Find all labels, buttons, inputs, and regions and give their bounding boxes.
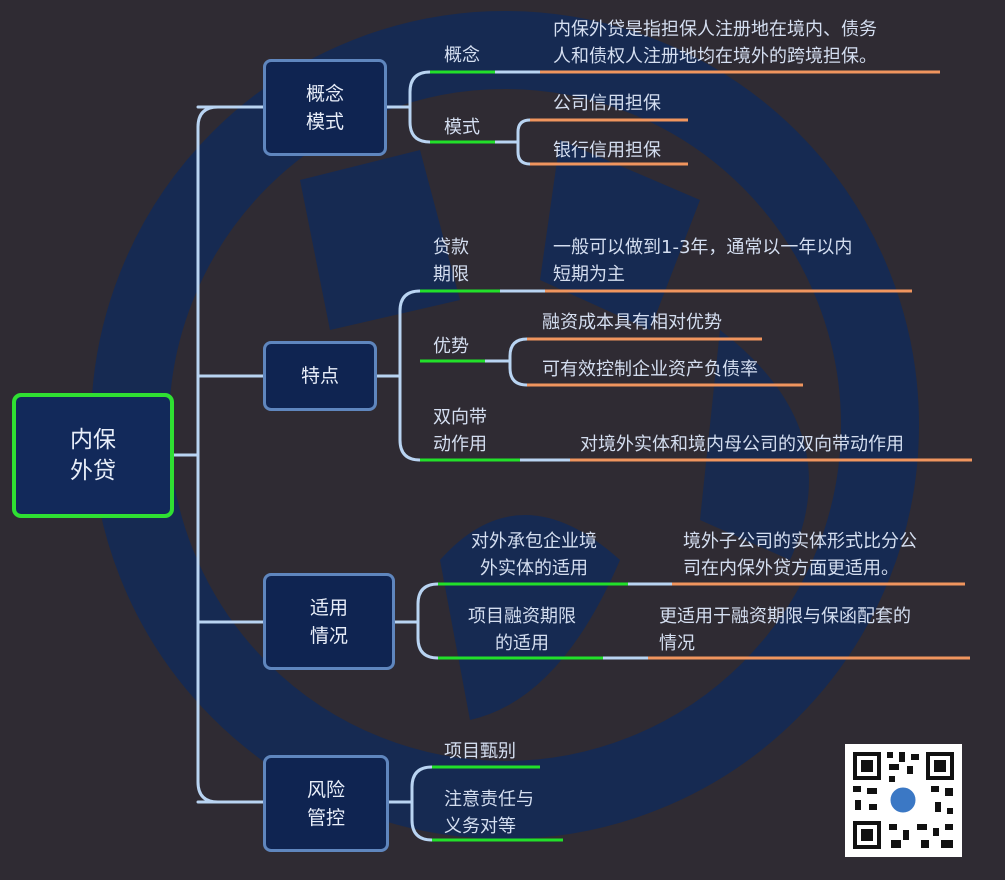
mode-item-bank-credit[interactable]: 银行信用担保: [553, 140, 661, 161]
label-line: 动作用: [433, 434, 487, 455]
detail-line: 内保外贷是指担保人注册地在境内、债务: [553, 19, 877, 40]
financing-term-detail[interactable]: 更适用于融资期限与保函配套的 情况: [659, 603, 911, 657]
financing-term-label[interactable]: 项目融资期限 的适用: [455, 603, 589, 657]
label-line: 对外承包企业境: [471, 531, 597, 552]
node-label: 管控: [306, 806, 345, 829]
node-features[interactable]: 特点: [263, 341, 377, 411]
label-line: 期限: [433, 264, 469, 285]
node-label: 情况: [309, 624, 348, 647]
node-applicable[interactable]: 适用 情况: [263, 573, 395, 670]
two-way-detail[interactable]: 对境外实体和境内母公司的双向带动作用: [580, 434, 904, 455]
responsibility-equality[interactable]: 注意责任与 义务对等: [444, 786, 534, 840]
node-label: 风险: [306, 778, 345, 801]
two-way-label[interactable]: 双向带 动作用: [433, 404, 487, 458]
root-label-line2: 外贷: [70, 457, 116, 484]
label-line: 外实体的适用: [480, 558, 588, 579]
node-label: 概念: [305, 82, 344, 105]
node-label: 模式: [305, 110, 344, 133]
contracting-entity-label[interactable]: 对外承包企业境 外实体的适用: [455, 528, 613, 582]
contracting-entity-detail[interactable]: 境外子公司的实体形式比分公 司在内保外贷方面更适用。: [683, 528, 917, 582]
node-label: 适用: [309, 596, 348, 619]
detail-line: 更适用于融资期限与保函配套的: [659, 606, 911, 627]
label-line: 项目融资期限: [468, 606, 576, 627]
qr-code-icon: [845, 744, 962, 857]
label-line: 注意责任与: [444, 789, 534, 810]
label-line: 双向带: [433, 407, 487, 428]
label-line: 的适用: [495, 633, 549, 654]
node-risk-control[interactable]: 风险 管控: [263, 755, 389, 852]
concept-label[interactable]: 概念: [444, 45, 480, 66]
mode-item-company-credit[interactable]: 公司信用担保: [553, 93, 661, 114]
root-label-line1: 内保: [70, 426, 116, 453]
detail-line: 司在内保外贷方面更适用。: [683, 558, 899, 579]
advantage-item-debt-ratio[interactable]: 可有效控制企业资产负债率: [542, 359, 758, 380]
node-concept-mode[interactable]: 概念 模式: [263, 59, 387, 156]
root-node[interactable]: 内保 外贷: [12, 393, 174, 518]
mode-label[interactable]: 模式: [444, 117, 480, 138]
advantage-label[interactable]: 优势: [433, 336, 469, 357]
project-screening[interactable]: 项目甄别: [444, 741, 516, 762]
label-line: 贷款: [433, 237, 469, 258]
node-label: 特点: [300, 365, 339, 387]
detail-line: 短期为主: [553, 264, 625, 285]
detail-line: 情况: [659, 633, 695, 654]
loan-term-label[interactable]: 贷款 期限: [433, 234, 469, 288]
concept-detail[interactable]: 内保外贷是指担保人注册地在境内、债务 人和债权人注册地均在境外的跨境担保。: [553, 16, 877, 70]
advantage-item-cost[interactable]: 融资成本具有相对优势: [542, 312, 722, 333]
loan-term-detail[interactable]: 一般可以做到1-3年，通常以一年以内 短期为主: [553, 234, 852, 288]
detail-line: 一般可以做到1-3年，通常以一年以内: [553, 237, 853, 258]
label-line: 义务对等: [444, 816, 516, 837]
detail-line: 境外子公司的实体形式比分公: [683, 531, 917, 552]
detail-line: 人和债权人注册地均在境外的跨境担保。: [553, 46, 877, 67]
